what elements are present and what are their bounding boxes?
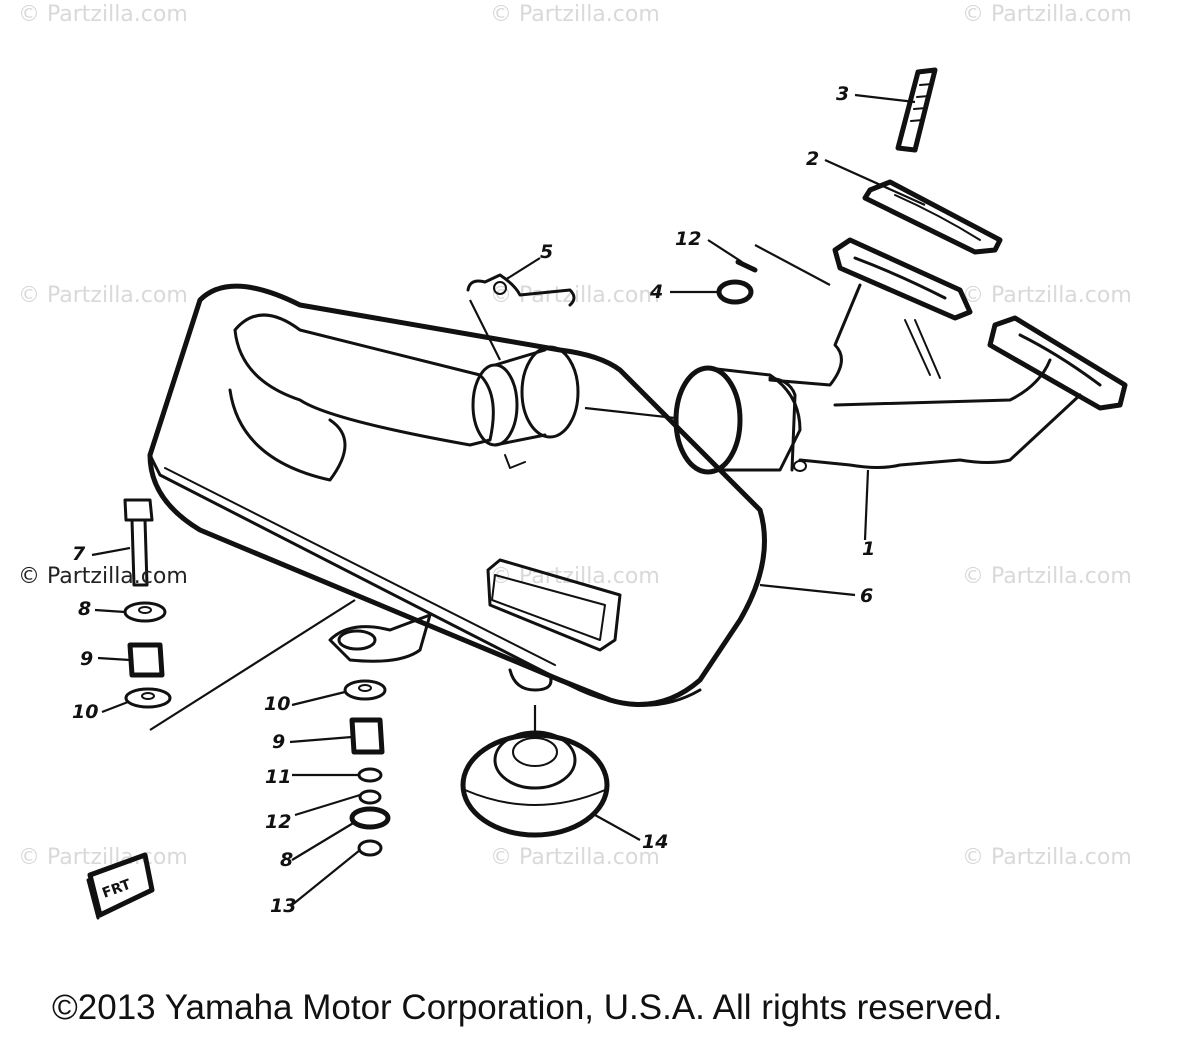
watermark: © Partzilla.com xyxy=(18,283,188,308)
leader-lines xyxy=(91,93,926,906)
callouts: 3 2 12 4 5 1 6 7 8 9 10 10 9 11 12 8 13 … xyxy=(72,83,875,917)
nut[interactable] xyxy=(716,279,754,305)
spring-washer-12[interactable] xyxy=(358,789,382,805)
callout-6: 6 xyxy=(860,585,873,607)
front-marker-label: FRT xyxy=(100,877,133,902)
watermark: © Partzilla.com xyxy=(490,564,660,589)
callout-9: 9 xyxy=(272,731,285,753)
watermark: © Partzilla.com xyxy=(18,2,188,27)
stud-bolt[interactable] xyxy=(895,67,938,153)
watermark: © Partzilla.com xyxy=(18,845,188,870)
callout-7: 7 xyxy=(72,543,86,565)
watermark: © Partzilla.com xyxy=(490,845,660,870)
callout-8: 8 xyxy=(78,598,91,620)
callout-3: 3 xyxy=(836,83,849,105)
front-direction-marker: FRT xyxy=(86,852,155,920)
washer-left[interactable] xyxy=(123,601,167,623)
grommet[interactable] xyxy=(460,730,610,838)
callout-13: 13 xyxy=(270,895,296,917)
watermark: © Partzilla.com xyxy=(962,283,1132,308)
watermark-overlay: © Partzilla.com xyxy=(18,564,188,589)
callout-12: 12 xyxy=(675,228,701,250)
exhaust-pipe[interactable] xyxy=(673,237,1128,475)
watermark: © Partzilla.com xyxy=(962,564,1132,589)
washer-right[interactable] xyxy=(343,679,387,701)
watermark: © Partzilla.com xyxy=(962,2,1132,27)
bolt[interactable] xyxy=(123,498,154,587)
washer-left-lower[interactable] xyxy=(124,687,172,709)
watermark: © Partzilla.com xyxy=(490,2,660,27)
damper-right[interactable] xyxy=(349,717,385,755)
watermark: © Partzilla.com xyxy=(962,845,1132,870)
callout-1: 1 xyxy=(862,538,875,560)
callout-2: 2 xyxy=(806,148,819,170)
spring[interactable] xyxy=(466,273,576,307)
muffler[interactable] xyxy=(147,283,767,707)
damper-left[interactable] xyxy=(127,642,165,678)
callout-5: 5 xyxy=(540,241,553,263)
callout-9: 9 xyxy=(80,648,93,670)
nut-13[interactable] xyxy=(357,839,383,857)
callout-14: 14 xyxy=(642,831,668,853)
callout-12: 12 xyxy=(265,811,291,833)
copyright-notice: ©2013 Yamaha Motor Corporation, U.S.A. A… xyxy=(52,988,1003,1027)
callout-8: 8 xyxy=(280,849,293,871)
spring-washer-top[interactable] xyxy=(735,259,758,273)
collar-8[interactable] xyxy=(349,806,391,830)
callout-10: 10 xyxy=(72,701,98,723)
washer-11[interactable] xyxy=(357,767,383,783)
callout-4: 4 xyxy=(649,281,663,303)
gasket[interactable] xyxy=(862,179,1003,255)
callout-11: 11 xyxy=(265,766,291,788)
callout-10: 10 xyxy=(264,693,290,715)
